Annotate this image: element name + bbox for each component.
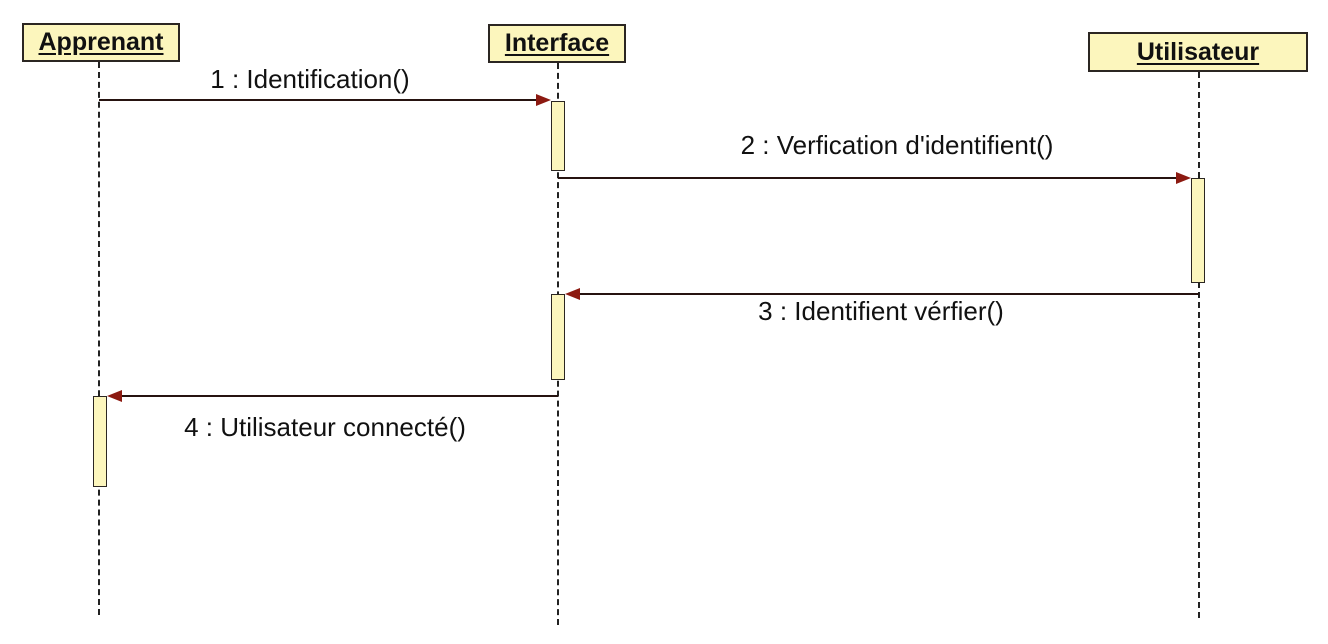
actor-label-interface: Interface [504,29,610,57]
message-2-line [558,177,1178,179]
message-1-line [99,99,538,101]
message-4-line [120,395,558,397]
message-2-arrowhead-icon [1176,172,1191,184]
message-4-arrowhead-icon [107,390,122,402]
message-3-arrowhead-icon [565,288,580,300]
actor-label-utilisateur: Utilisateur [1136,37,1260,66]
activation-interface-2 [551,294,565,380]
lifeline-apprenant [98,62,100,615]
message-4-label: 4 : Utilisateur connecté() [184,412,466,442]
message-3-line [578,293,1199,295]
actor-label-apprenant: Apprenant [38,28,164,56]
actor-box-interface: Interface [488,24,626,63]
message-2-label: 2 : Verfication d'identifient() [740,130,1054,160]
message-3-label: 3 : Identifient vérfier() [758,296,1004,326]
lifeline-utilisateur [1198,72,1200,618]
message-1-arrowhead-icon [536,94,551,106]
actor-box-utilisateur: Utilisateur [1088,32,1308,72]
message-1-label: 1 : Identification() [210,64,410,94]
activation-interface-1 [551,101,565,171]
activation-utilisateur-1 [1191,178,1205,283]
activation-apprenant-1 [93,396,107,487]
actor-box-apprenant: Apprenant [22,23,180,62]
